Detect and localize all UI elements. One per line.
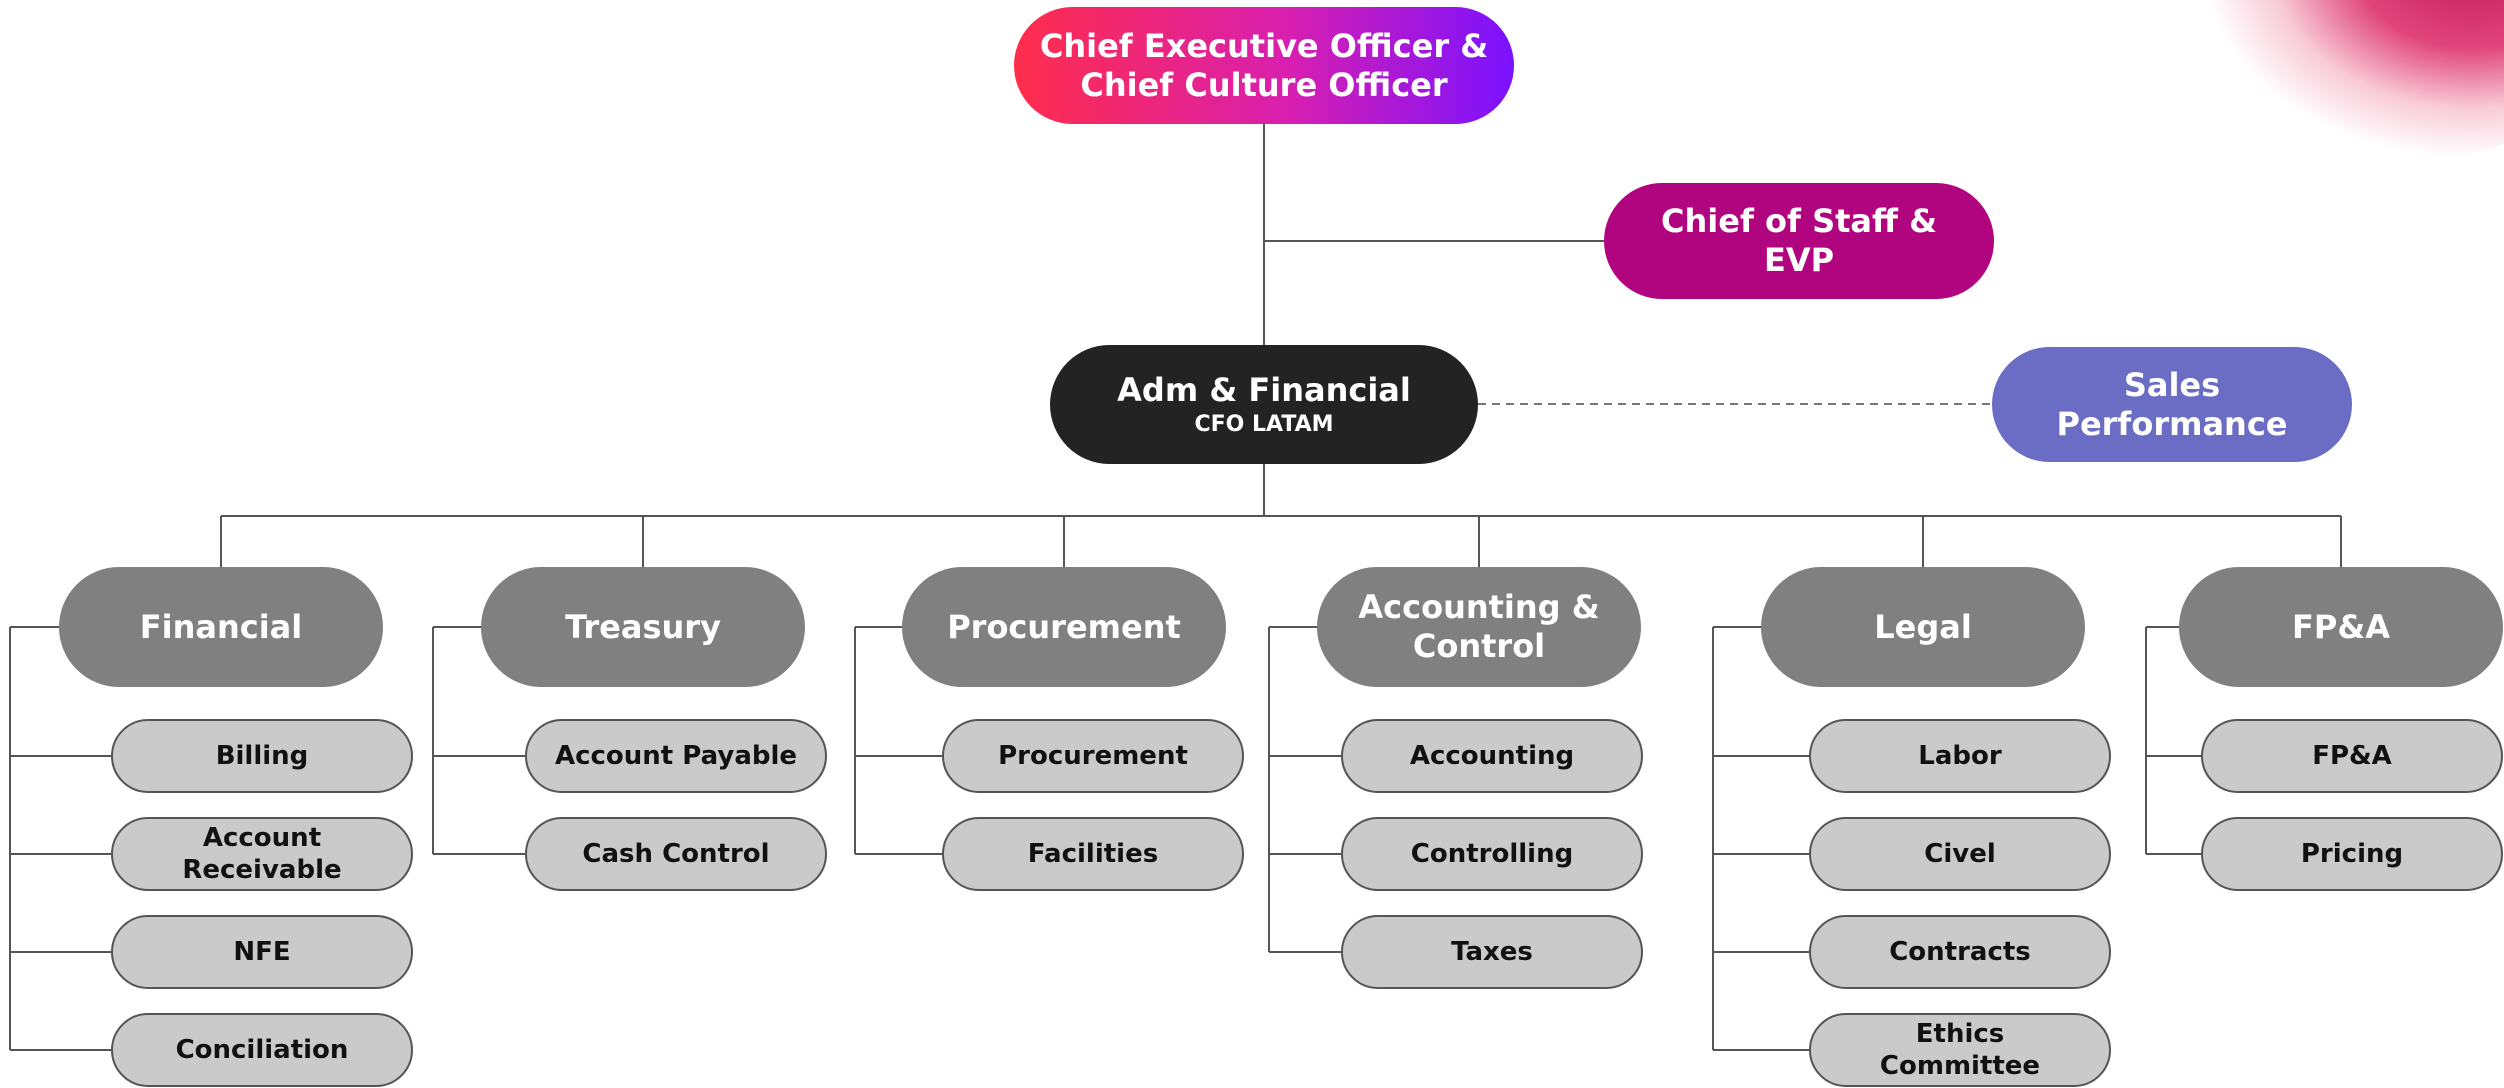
dept-procurement[interactable]: Procurement <box>902 567 1226 687</box>
team-financial-billing-line1: Billing <box>215 741 309 771</box>
team-accounting-and-control-controlling[interactable]: Controlling <box>1341 817 1643 891</box>
team-accounting-and-control-accounting[interactable]: Accounting <box>1341 719 1643 793</box>
team-financial-conciliation-line1: Conciliation <box>175 1035 349 1065</box>
dept-procurement-line1: Procurement <box>947 607 1181 646</box>
team-legal-ethics-committee-line1: Ethics <box>1915 1019 2005 1049</box>
adm-financial-title: Adm & Financial <box>1117 371 1411 409</box>
team-procurement-procurement-line1: Procurement <box>998 741 1188 771</box>
team-treasury-account-payable-line1: Account Payable <box>554 741 798 771</box>
team-financial-billing[interactable]: Billing <box>111 719 413 793</box>
sales-performance-node[interactable]: Sales Performance <box>1992 347 2352 462</box>
team-treasury-cash-control[interactable]: Cash Control <box>525 817 827 891</box>
team-accounting-and-control-taxes-line1: Taxes <box>1451 937 1533 967</box>
team-financial-account-receivable-line2: Receivable <box>182 855 342 885</box>
dept-legal-line1: Legal <box>1874 607 1972 646</box>
ceo-node[interactable]: Chief Executive Officer & Chief Culture … <box>1014 7 1514 124</box>
dept-financial-line1: Financial <box>139 607 303 646</box>
adm-financial-subtitle: CFO LATAM <box>1194 412 1334 437</box>
dept-legal[interactable]: Legal <box>1761 567 2085 687</box>
dept-treasury[interactable]: Treasury <box>481 567 805 687</box>
chief-of-staff-line2: EVP <box>1763 241 1835 279</box>
dept-fpanda-line1: FP&A <box>2292 607 2390 646</box>
team-legal-labor-line1: Labor <box>1918 741 2002 771</box>
team-financial-nfe-line1: NFE <box>233 937 291 967</box>
team-fpanda-pricing[interactable]: Pricing <box>2201 817 2503 891</box>
chief-of-staff-line1: Chief of Staff & <box>1661 202 1937 240</box>
sales-performance-line1: Sales <box>2123 365 2221 404</box>
team-legal-ethics-committee-line2: Committee <box>1879 1051 2041 1081</box>
adm-financial-node[interactable]: Adm & Financial CFO LATAM <box>1050 345 1478 464</box>
dept-accounting-and-control-line2: Control <box>1412 627 1546 665</box>
team-treasury-cash-control-line1: Cash Control <box>582 839 770 869</box>
team-procurement-facilities-line1: Facilities <box>1027 839 1159 869</box>
team-accounting-and-control-taxes[interactable]: Taxes <box>1341 915 1643 989</box>
sales-performance-line2: Performance <box>2056 404 2288 443</box>
team-accounting-and-control-accounting-line1: Accounting <box>1409 741 1575 771</box>
team-legal-contracts[interactable]: Contracts <box>1809 915 2111 989</box>
team-legal-labor[interactable]: Labor <box>1809 719 2111 793</box>
team-accounting-and-control-controlling-line1: Controlling <box>1410 839 1574 869</box>
dept-accounting-and-control[interactable]: Accounting &Control <box>1317 567 1641 687</box>
ceo-title-line2: Chief Culture Officer <box>1080 65 1448 104</box>
team-financial-account-receivable-line1: Account <box>202 823 322 853</box>
team-financial-conciliation[interactable]: Conciliation <box>111 1013 413 1087</box>
ceo-title-line1: Chief Executive Officer & <box>1039 26 1489 65</box>
dept-treasury-line1: Treasury <box>565 607 721 646</box>
team-procurement-facilities[interactable]: Facilities <box>942 817 1244 891</box>
chief-of-staff-node[interactable]: Chief of Staff & EVP <box>1604 183 1994 299</box>
team-legal-civel-line1: Civel <box>1924 839 1996 869</box>
team-fpanda-fpanda-line1: FP&A <box>2312 741 2392 771</box>
dept-accounting-and-control-line1: Accounting & <box>1358 588 1600 626</box>
team-legal-contracts-line1: Contracts <box>1889 937 2031 967</box>
team-financial-nfe[interactable]: NFE <box>111 915 413 989</box>
dept-financial[interactable]: Financial <box>59 567 383 687</box>
team-procurement-procurement[interactable]: Procurement <box>942 719 1244 793</box>
team-treasury-account-payable[interactable]: Account Payable <box>525 719 827 793</box>
team-fpanda-pricing-line1: Pricing <box>2300 839 2404 869</box>
dept-fpanda[interactable]: FP&A <box>2179 567 2503 687</box>
team-legal-civel[interactable]: Civel <box>1809 817 2111 891</box>
team-fpanda-fpanda[interactable]: FP&A <box>2201 719 2503 793</box>
